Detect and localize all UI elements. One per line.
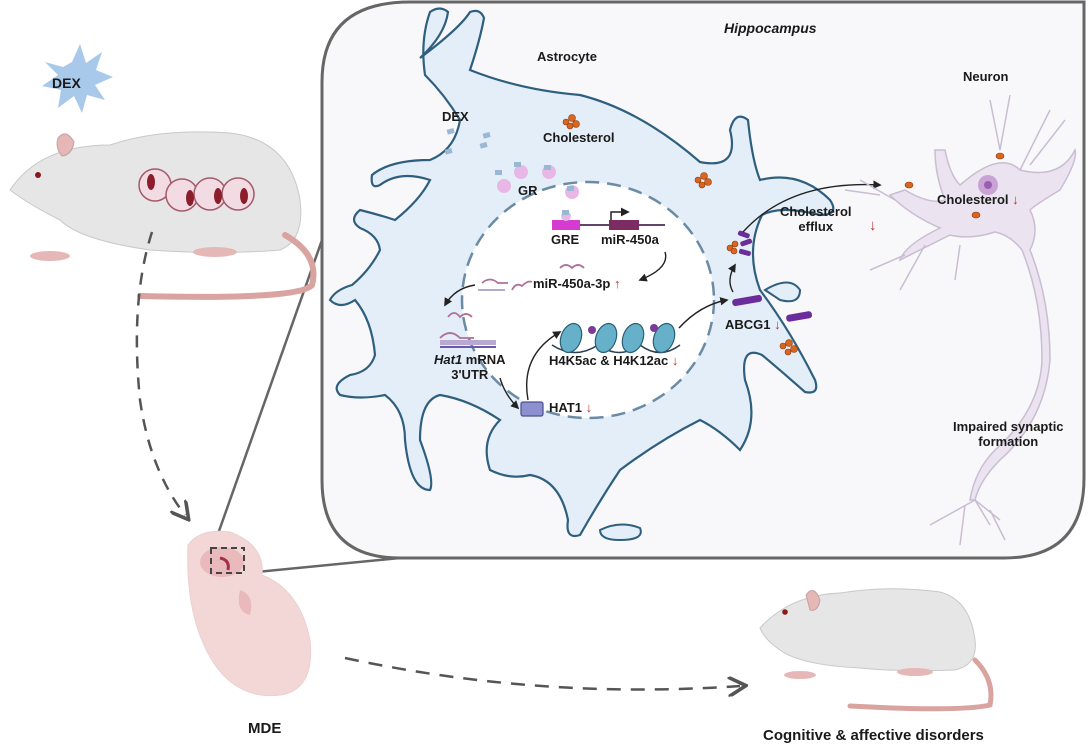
gre-label: GRE (551, 232, 580, 247)
outcome-label: Cognitive & affective disorders (763, 727, 984, 744)
down-arrow-icon: ↓ (671, 353, 679, 368)
neuron-label: Neuron (963, 69, 1009, 84)
abcg1-transporters (732, 230, 813, 322)
nucleus (460, 180, 716, 420)
abcg1-text: ABCG1 (725, 317, 771, 332)
dex-label: DEX (442, 109, 469, 124)
neuron-cholesterol-label: Cholesterol ↓ (937, 192, 1019, 208)
up-arrow-icon: ↑ (613, 276, 621, 291)
cholesterol-clusters (562, 114, 798, 356)
mrna-text: mRNA (462, 352, 506, 367)
embryo (187, 530, 312, 697)
panel-title: Hippocampus (724, 20, 817, 36)
synapse-label: Impaired synaptic formation (953, 419, 1064, 450)
pregnant-rat (9, 131, 317, 300)
dex-molecules (444, 128, 491, 155)
histone-text: H4K5ac & H4K12ac (549, 353, 669, 368)
neuron-cholesterol-text: Cholesterol (937, 192, 1009, 207)
down-arrow-icon: ↓ (774, 317, 781, 332)
mde-label: MDE (248, 720, 282, 737)
hat1-text: HAT1 (549, 400, 582, 415)
mir450a-3p-label: miR-450a-3p ↑ (533, 276, 621, 292)
efflux-line2: efflux (798, 218, 834, 234)
zoom-line-bottom (235, 556, 401, 576)
hat1-gene-name: Hat1 (434, 352, 463, 367)
cholesterol-efflux-label: Cholesterol efflux (780, 204, 852, 235)
hat1-label: HAT1 ↓ (549, 400, 593, 416)
down-arrow-icon: ↓ (585, 400, 593, 415)
hat1-protein (520, 401, 544, 417)
cholesterol-label-astrocyte: Cholesterol (543, 130, 615, 145)
astrocyte-label: Astrocyte (537, 49, 597, 64)
abcg1-label: ABCG1 ↓ (725, 317, 781, 333)
mir450a-gene-label: miR-450a (601, 232, 659, 247)
mir450a-3p-text: miR-450a-3p (533, 276, 611, 291)
neuron (844, 94, 1077, 546)
synapse-line2: formation (978, 433, 1039, 449)
offspring-rat (759, 588, 994, 712)
mirna-strands (439, 264, 585, 348)
dashed-arrow-embryo-to-offspring (344, 656, 740, 690)
down-arrow-icon: ↓ (1012, 192, 1019, 207)
gene-locus (552, 207, 665, 230)
efflux-line1: Cholesterol (780, 204, 852, 219)
dex-burst (42, 44, 113, 113)
hat1-mrna-label: Hat1 mRNA 3'UTR (434, 352, 506, 383)
nucleosomes (551, 322, 681, 354)
dashed-arrow-rat-to-embryo (135, 231, 185, 515)
histone-acetylation-label: H4K5ac & H4K12ac ↓ (549, 353, 679, 369)
utr-text: 3'UTR (451, 366, 489, 382)
synapse-line1: Impaired synaptic (953, 419, 1064, 434)
gr-receptors (495, 162, 579, 199)
dex-stimulus-label: DEX (52, 75, 81, 91)
efflux-down-arrow-icon: ↓ (869, 217, 877, 234)
gr-label: GR (518, 183, 538, 198)
pathway-arrows (444, 180, 882, 410)
